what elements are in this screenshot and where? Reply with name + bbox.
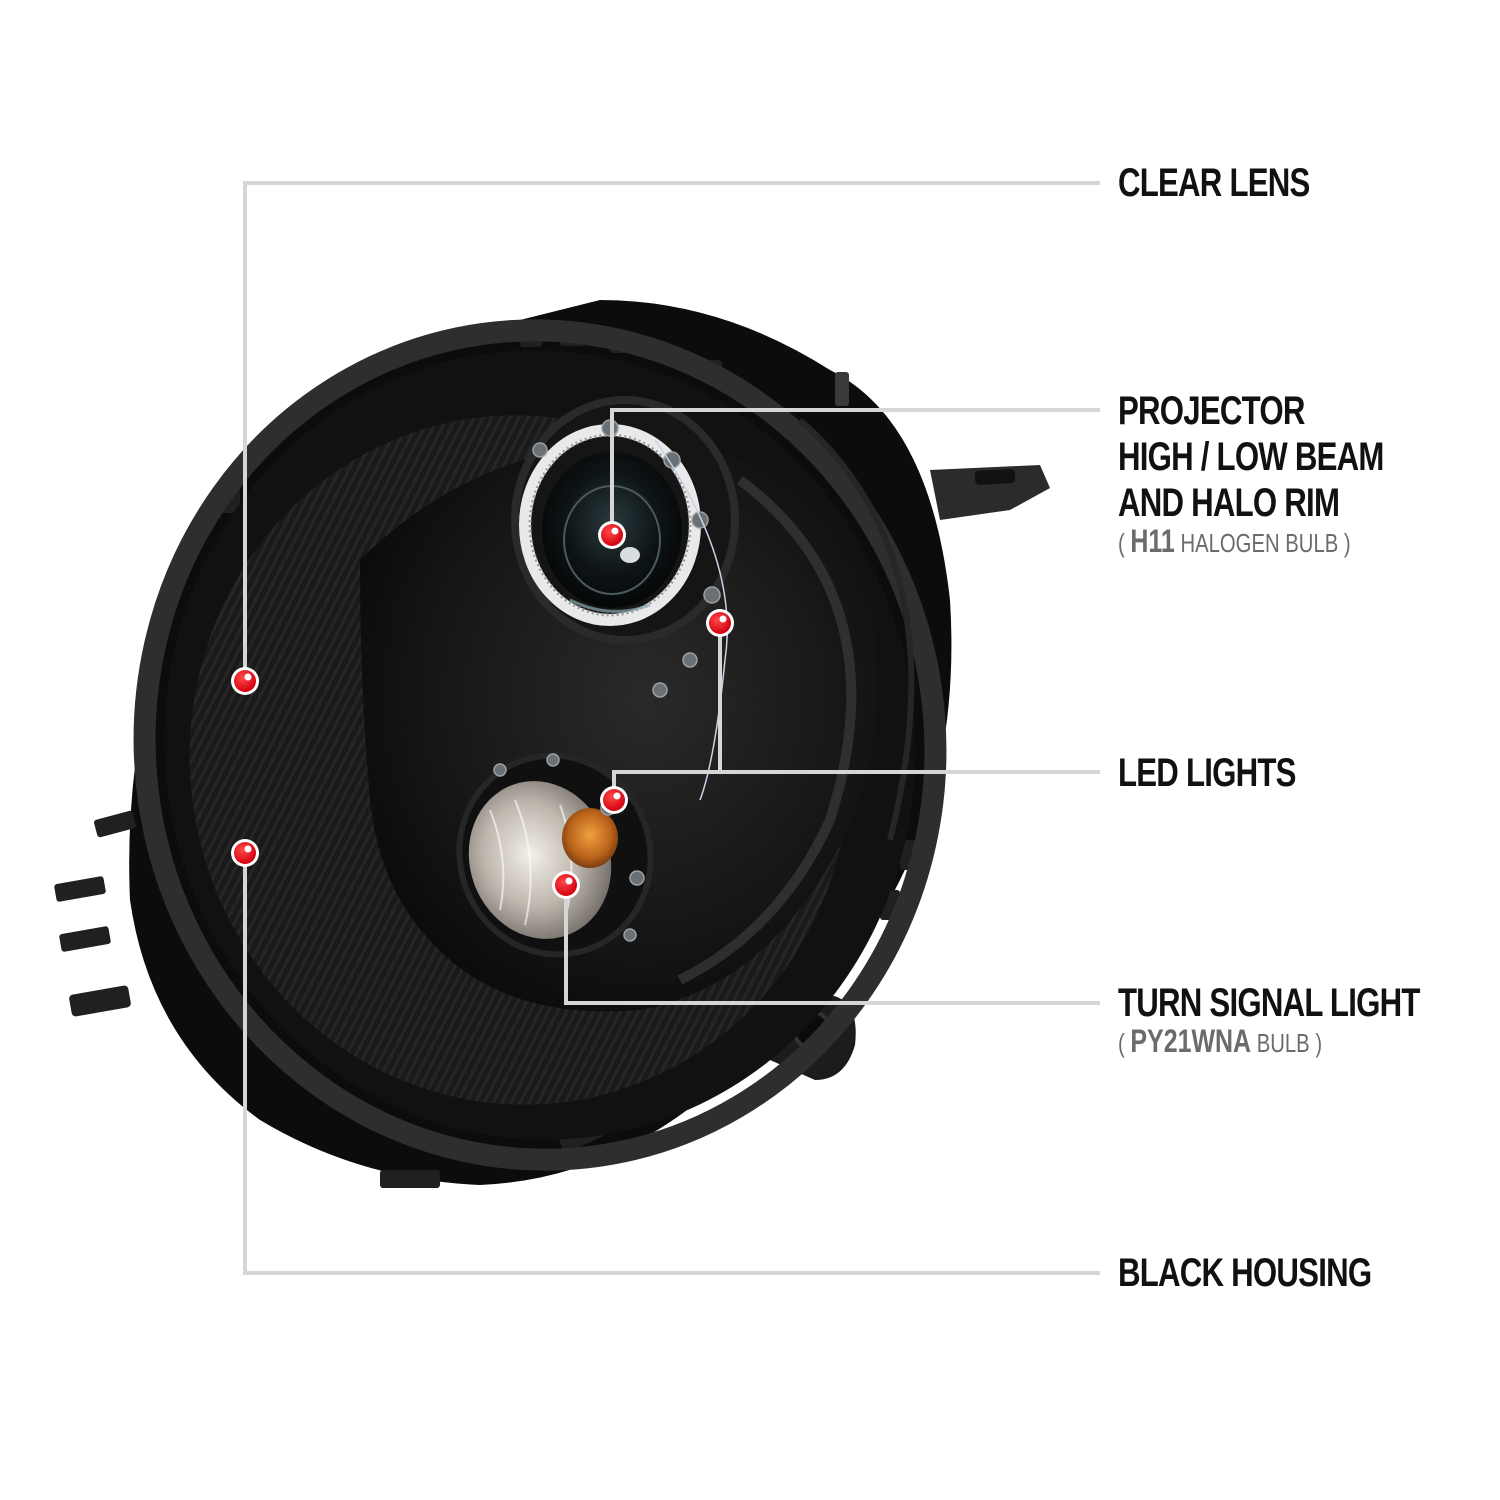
label-led-lights: LED LIGHTS (1118, 750, 1296, 796)
label-text: AND HALO RIM (1118, 481, 1340, 525)
label-turn-signal: TURN SIGNAL LIGHT ( PY21WNA BULB ) (1118, 980, 1420, 1058)
dot-clear-lens (231, 667, 259, 695)
bulb-code: PY21WNA (1130, 1023, 1252, 1059)
paren-close: ) (1343, 528, 1351, 558)
amber-bulb (562, 808, 618, 868)
dot-turn-signal (552, 871, 580, 899)
dot-led-upper (706, 609, 734, 637)
mounting-bracket (930, 465, 1050, 520)
label-text: PROJECTOR (1118, 389, 1305, 433)
callout-line-black-housing (243, 853, 1100, 1275)
dot-black-housing (231, 839, 259, 867)
bulb-code: H11 (1130, 523, 1175, 559)
label-black-housing: BLACK HOUSING (1118, 1250, 1372, 1296)
callout-lines (243, 181, 1100, 1275)
label-text: CLEAR LENS (1118, 161, 1310, 205)
lens-reflection (620, 547, 640, 563)
paren-open: ( (1118, 1028, 1125, 1058)
label-text: BLACK HOUSING (1118, 1251, 1372, 1295)
bulb-spec: ( H11 HALOGEN BULB ) (1118, 523, 1384, 559)
paren-close: ) (1315, 1028, 1323, 1058)
label-text: HIGH / LOW BEAM (1118, 435, 1384, 479)
bulb-spec: ( PY21WNA BULB ) (1118, 1023, 1420, 1059)
dot-led-lower (600, 786, 628, 814)
label-clear-lens: CLEAR LENS (1118, 160, 1310, 206)
label-projector: PROJECTOR HIGH / LOW BEAM AND HALO RIM (… (1118, 388, 1384, 558)
paren-open: ( (1118, 528, 1125, 558)
callout-line-clear-lens (243, 181, 1100, 681)
callout-line-projector (610, 408, 1100, 535)
label-text: TURN SIGNAL LIGHT (1118, 981, 1420, 1025)
bulb-type: HALOGEN BULB (1180, 528, 1339, 558)
callout-dots (231, 521, 734, 899)
label-text: LED LIGHTS (1118, 751, 1296, 795)
dot-projector (598, 521, 626, 549)
bulb-type: BULB (1256, 1028, 1310, 1058)
headlight-housing (54, 300, 1050, 1188)
callout-line-turn-signal (564, 885, 1100, 1005)
